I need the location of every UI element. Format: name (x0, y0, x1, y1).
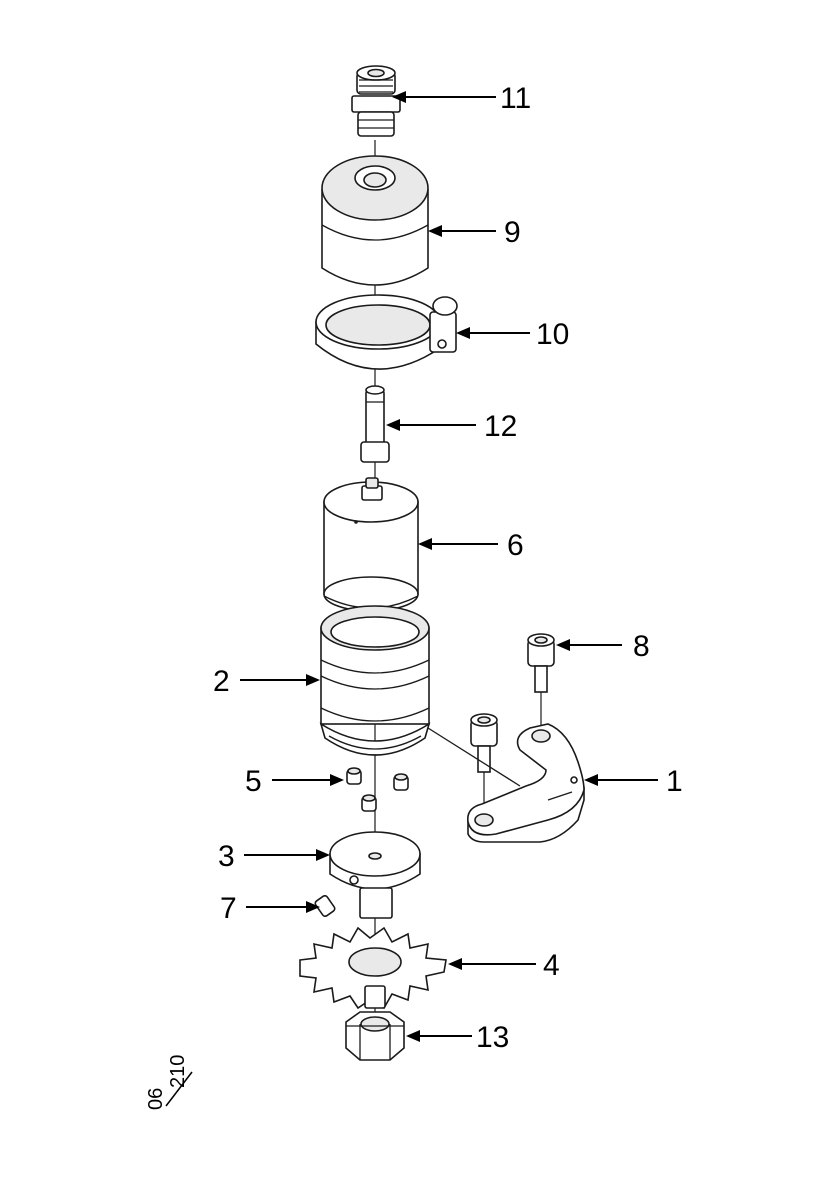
callout-10: 10 (536, 318, 569, 351)
callout-6: 6 (507, 529, 524, 562)
callout-13: 13 (476, 1021, 509, 1054)
part-collar (329, 831, 421, 919)
callout-1: 1 (666, 765, 683, 798)
stamp-bottom: 210 (167, 1055, 189, 1088)
callout-12: 12 (484, 410, 517, 443)
callout-8: 8 (633, 630, 650, 663)
stamp-top: 06 (145, 1088, 167, 1110)
callout-arrows (240, 91, 658, 1042)
part-small-screws (346, 767, 409, 812)
part-cap (321, 155, 429, 286)
part-cable-gland (351, 65, 401, 137)
callout-3: 3 (218, 840, 235, 873)
part-housing (319, 605, 431, 756)
part-mounting-bracket (427, 723, 585, 843)
callout-7: 7 (220, 892, 237, 925)
part-set-screw (314, 894, 336, 918)
callout-11: 11 (500, 82, 531, 115)
part-socket-bolts (470, 633, 555, 812)
part-hex-nut (345, 1011, 405, 1061)
callout-4: 4 (543, 949, 560, 982)
callout-5: 5 (245, 765, 262, 798)
callout-2: 2 (213, 665, 230, 698)
drawing-stamp: 06 210 (145, 1055, 193, 1110)
part-shaft (360, 385, 390, 463)
part-toothed-wheel (299, 926, 447, 1010)
part-clamp-ring (315, 294, 458, 370)
part-motor-body (323, 477, 419, 612)
callout-9: 9 (504, 216, 521, 249)
